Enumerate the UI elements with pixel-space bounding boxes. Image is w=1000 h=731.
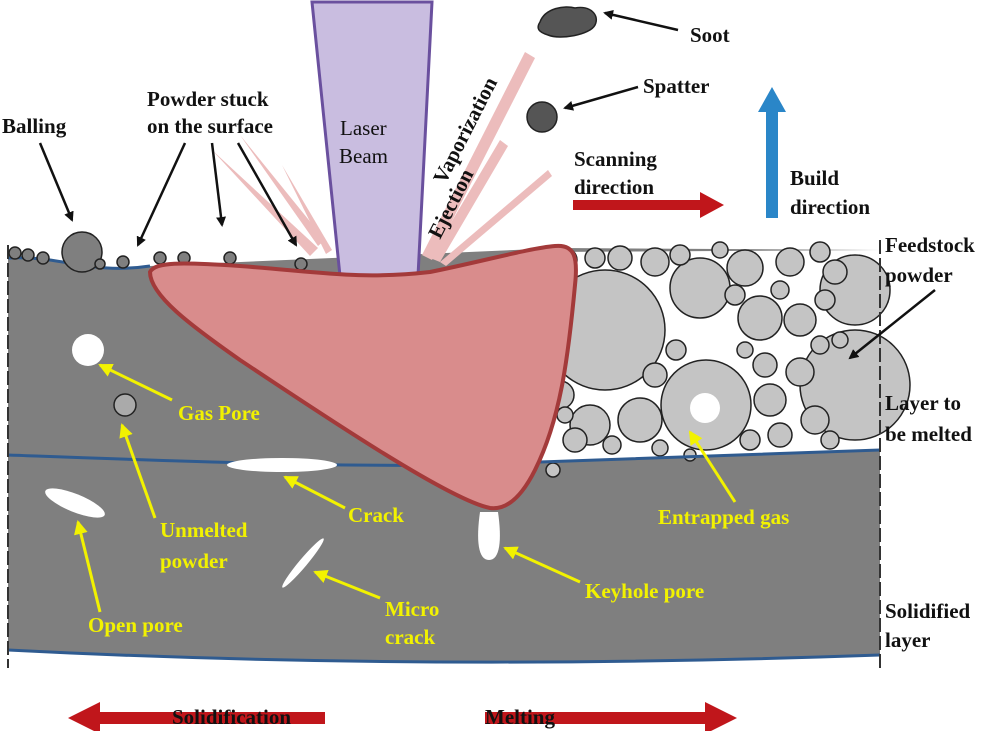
powder-particle (726, 249, 764, 287)
spatter-particle (526, 101, 558, 133)
melting-arrow (485, 702, 737, 731)
feedstock-powder-bed (541, 241, 911, 478)
micro-crack (282, 538, 324, 588)
label-keyhole-pore: Keyhole pore (585, 579, 704, 603)
label-feedstock: Feedstock (885, 233, 975, 257)
label-micro-crack: crack (385, 625, 435, 649)
gas-pore (72, 334, 104, 366)
black-arrows (38, 9, 936, 360)
label-beam: Beam (339, 144, 388, 168)
label-solidified-layer: layer (885, 628, 930, 652)
bottom-layer-line (7, 648, 881, 664)
powder-particle (820, 430, 840, 450)
powder-particle (562, 427, 588, 453)
powder-particle (739, 429, 761, 451)
crack (227, 458, 337, 472)
label-unmelted-powder: powder (160, 549, 228, 573)
label-solidification: Solidification (172, 705, 291, 729)
powder-particle (617, 397, 663, 443)
powder-particle (602, 435, 622, 455)
label-powder-stuck-2: on the surface (147, 114, 273, 138)
label-scanning-direction: direction (574, 175, 654, 199)
melt-pool (147, 243, 578, 511)
powder-particle (800, 405, 830, 435)
powder-particle (822, 259, 848, 285)
powder-particle (814, 289, 836, 311)
powder-particle (607, 245, 633, 271)
powder-particle (809, 241, 831, 263)
label-powder-stuck-1: Powder stuck (147, 87, 269, 111)
solidification-arrow (68, 702, 325, 731)
label-balling: Balling (2, 114, 67, 138)
label-feedstock-powder: powder (885, 263, 953, 287)
label-be-melted: be melted (885, 422, 972, 446)
label-entrapped-gas: Entrapped gas (658, 505, 789, 529)
powder-particle (642, 362, 668, 388)
label-build-direction: direction (790, 195, 870, 219)
soot-particle (537, 6, 597, 38)
label-gas-pore: Gas Pore (178, 401, 260, 425)
powder-particle (753, 383, 787, 417)
build-direction-arrow (758, 87, 786, 218)
powder-particle (737, 295, 783, 341)
label-layer-to: Layer to (885, 391, 961, 415)
unmelted-powder-particle (113, 393, 137, 417)
surface-particles (8, 231, 308, 273)
powder-particle (640, 247, 670, 277)
powder-particle (752, 352, 778, 378)
label-laser: Laser (340, 116, 387, 140)
ejection-plume (212, 52, 552, 266)
powder-particle (556, 406, 574, 424)
powder-particle (736, 341, 754, 359)
scanning-direction-arrow (573, 192, 724, 218)
powder-particle (775, 247, 805, 277)
powder-particle (545, 462, 561, 478)
defects (45, 334, 720, 588)
label-solidified: Solidified (885, 599, 971, 623)
powder-particle (770, 280, 790, 300)
powder-particle (724, 284, 746, 306)
label-unmelted: Unmelted (160, 518, 248, 542)
label-build: Build (790, 166, 839, 190)
label-open-pore: Open pore (88, 613, 183, 637)
powder-particle (651, 439, 669, 457)
open-pore (45, 488, 105, 518)
powder-particle (683, 448, 697, 462)
powder-particle (767, 422, 793, 448)
entrapped-gas-pore (690, 393, 720, 423)
powder-particle (785, 357, 815, 387)
label-micro: Micro (385, 597, 439, 621)
keyhole-pore (478, 512, 500, 560)
label-melting: Melting (485, 705, 555, 729)
powder-particle (711, 241, 729, 259)
label-spatter: Spatter (643, 74, 710, 98)
powder-particle (831, 331, 849, 349)
powder-particle (783, 303, 817, 337)
powder-particle (669, 257, 731, 319)
powder-particle (584, 247, 606, 269)
label-crack: Crack (348, 503, 404, 527)
powder-particle (810, 335, 830, 355)
yellow-arrows (74, 363, 737, 613)
powder-particle (665, 339, 687, 361)
label-soot: Soot (690, 23, 730, 47)
label-scanning: Scanning (574, 147, 657, 171)
powder-particle (669, 244, 691, 266)
